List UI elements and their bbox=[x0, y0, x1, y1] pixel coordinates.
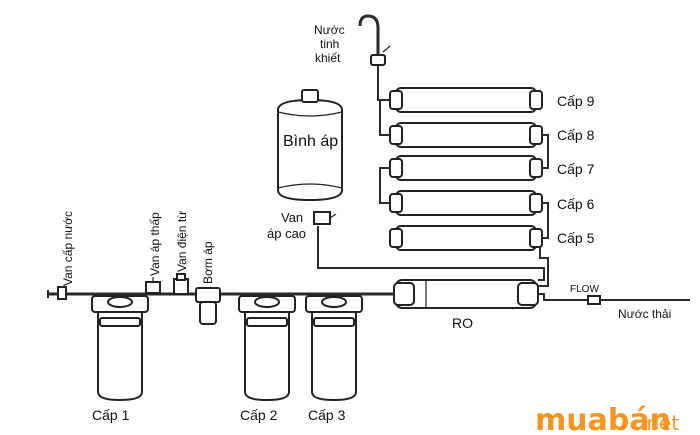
waste-line bbox=[538, 293, 690, 305]
label-waste-water: Nước thải bbox=[618, 307, 671, 321]
label-tank: Bình áp bbox=[283, 133, 338, 150]
inlet-valve bbox=[57, 286, 67, 300]
label-stage-3: Cấp 3 bbox=[308, 407, 346, 423]
label-stage-1: Cấp 1 bbox=[92, 407, 130, 423]
cartridge-stage-8 bbox=[389, 122, 543, 148]
watermark-tld: .net bbox=[640, 411, 679, 435]
filter-housing-stage-3 bbox=[305, 295, 363, 402]
cartridge-stage-5 bbox=[389, 225, 543, 251]
product-line bbox=[317, 226, 549, 287]
cartridge-stage-9 bbox=[389, 87, 543, 113]
feed-line bbox=[47, 290, 395, 298]
watermark-brand: muabán bbox=[535, 403, 671, 435]
filter-housing-stage-2 bbox=[238, 295, 296, 402]
label-hp-valve-1: Van bbox=[281, 210, 303, 225]
label-stage-5: Cấp 5 bbox=[557, 230, 595, 246]
low-pressure-valve bbox=[145, 277, 161, 294]
label-low-pressure-valve: Van áp thấp bbox=[148, 212, 162, 276]
solenoid-valve bbox=[173, 273, 189, 295]
pressure-tank bbox=[277, 89, 343, 202]
faucet bbox=[358, 14, 391, 101]
label-stage-6: Cấp 6 bbox=[557, 196, 595, 212]
booster-pump bbox=[195, 287, 221, 325]
label-ro: RO bbox=[452, 315, 473, 331]
post-filters bbox=[379, 87, 549, 251]
label-hp-valve-2: áp cao bbox=[267, 226, 306, 241]
cartridge-stage-6 bbox=[389, 190, 543, 216]
label-solenoid-valve: Van điện từ bbox=[175, 211, 189, 272]
label-inlet-valve: Van cấp nước bbox=[61, 211, 75, 286]
filter-housing-stage-1 bbox=[91, 295, 149, 402]
label-stage-7: Cấp 7 bbox=[557, 161, 595, 177]
label-stage-8: Cấp 8 bbox=[557, 127, 595, 143]
label-pure-water-2: tinh bbox=[320, 37, 339, 51]
label-stage-2: Cấp 2 bbox=[240, 407, 278, 423]
label-flow: FLOW bbox=[570, 284, 599, 295]
label-stage-9: Cấp 9 bbox=[557, 93, 595, 109]
label-pump: Bơm áp bbox=[201, 241, 215, 284]
watermark-logo: muabán .net bbox=[535, 403, 679, 435]
ro-membrane bbox=[393, 279, 539, 309]
labels: Nước tinh khiết Bình áp Van áp cao Van c… bbox=[61, 23, 671, 423]
label-pure-water-3: khiết bbox=[315, 51, 341, 65]
high-pressure-valve bbox=[313, 211, 337, 225]
cartridge-stage-7 bbox=[389, 155, 543, 181]
label-pure-water-1: Nước bbox=[314, 23, 345, 37]
